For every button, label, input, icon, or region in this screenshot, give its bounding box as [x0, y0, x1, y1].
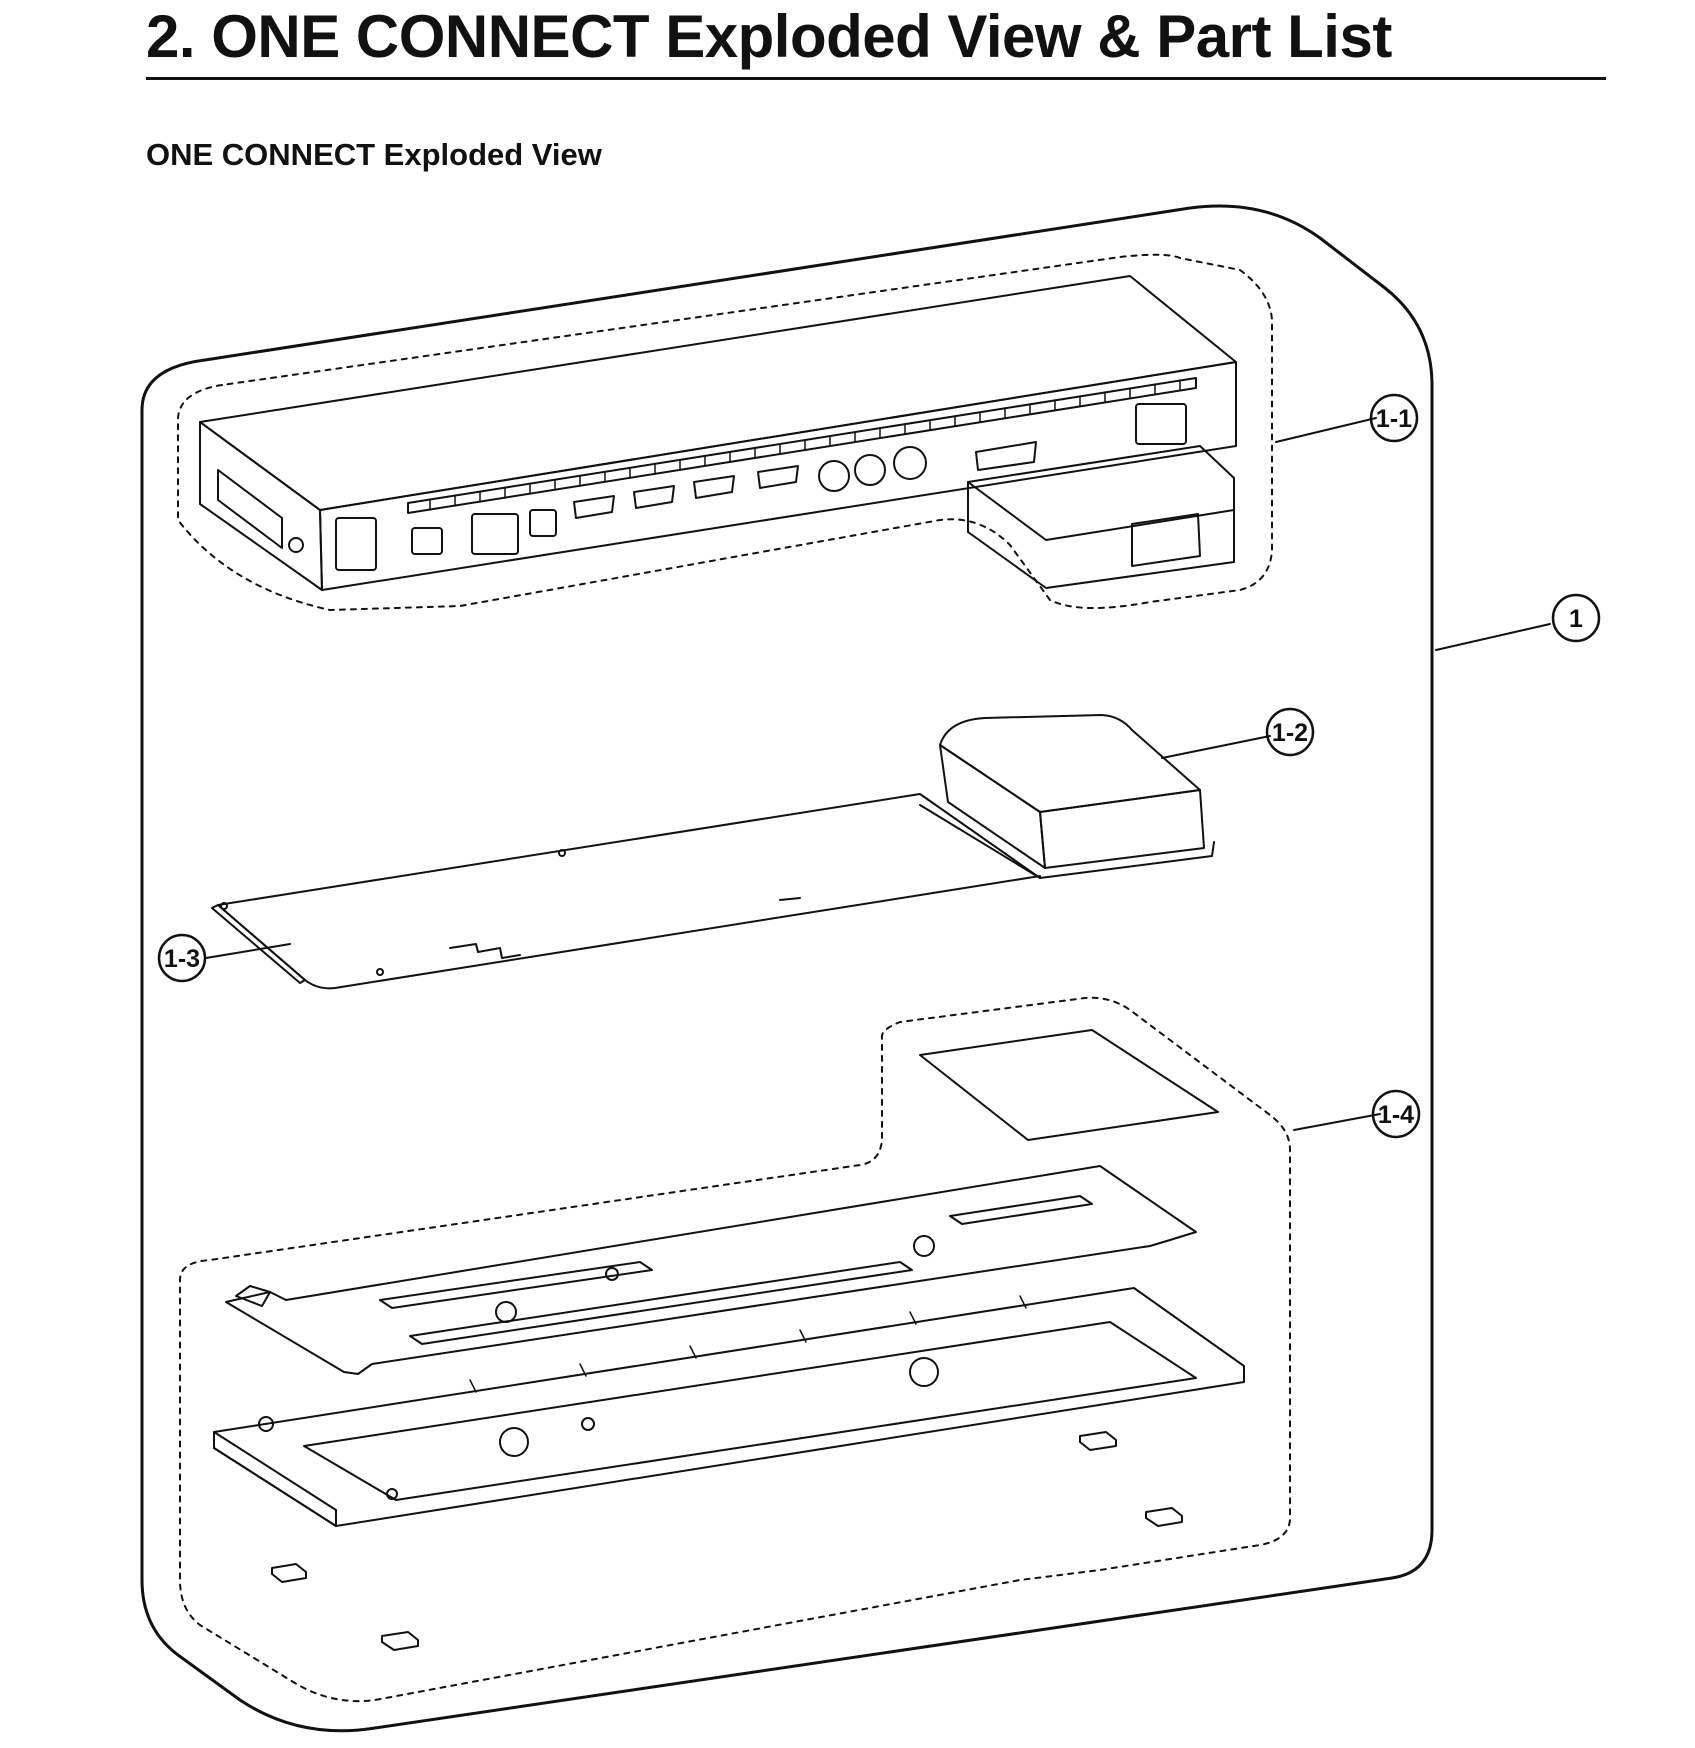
- main-board-hole-3: [558, 849, 566, 857]
- bottom-tray-boss-4: [909, 1357, 939, 1387]
- shield-box-side: [939, 744, 1046, 869]
- inner-plate-outline: [225, 1165, 1197, 1375]
- side-port: [217, 469, 283, 549]
- part-1-1-group-outline: [177, 253, 1273, 611]
- main-board-hole-2: [376, 968, 384, 976]
- front-cover-bracket-edge: [967, 481, 1235, 541]
- bottom-tray-boss-1: [258, 1416, 274, 1432]
- port-round-1: [818, 460, 850, 492]
- bottom-tray-inner: [303, 1321, 1197, 1501]
- bottom-tray-front-edge: [213, 1431, 337, 1527]
- inner-plate-tab-left: [235, 1285, 271, 1307]
- rubber-foot-2: [381, 1631, 419, 1651]
- bottom-tray: [213, 1287, 1245, 1527]
- inner-plate-hole-2: [913, 1235, 935, 1257]
- front-cover: [199, 275, 1237, 591]
- port-round-2: [854, 454, 886, 486]
- callout-1-3: 1-3: [157, 933, 207, 983]
- leader-line-1-4: [1293, 1113, 1381, 1131]
- inner-plate-hole-3: [605, 1267, 619, 1281]
- shield-box-flange: [919, 804, 1215, 879]
- vent-strip: [407, 377, 1197, 514]
- callout-1-1-label: 1-1: [1376, 405, 1412, 433]
- bottom-tray-boss-2: [581, 1417, 595, 1431]
- front-cover-top-face: [199, 275, 1237, 511]
- rubber-foot-1: [271, 1563, 307, 1583]
- shield-box-top: [939, 714, 1201, 813]
- main-board-hole-1: [220, 902, 228, 910]
- port-round-3: [893, 446, 927, 480]
- inner-plate-hole-1: [495, 1301, 517, 1323]
- callout-1-2: 1-2: [1265, 707, 1315, 757]
- callout-1-4: 1-4: [1371, 1089, 1421, 1139]
- front-cover-front-face: [319, 361, 1237, 591]
- bottom-tray-boss-5: [386, 1488, 398, 1500]
- callout-1-3-label: 1-3: [164, 945, 200, 973]
- front-cover-bracket-notch: [1131, 513, 1201, 567]
- shield-box: [919, 714, 1215, 879]
- callout-1-label: 1: [1569, 605, 1583, 633]
- port-usb-2: [471, 513, 519, 555]
- port-hdmi-1: [573, 495, 615, 519]
- callout-1: 1: [1551, 593, 1601, 643]
- rubber-foot-4: [1145, 1507, 1183, 1527]
- port-hdmi-3: [693, 475, 735, 499]
- inner-plate-slot-1: [379, 1261, 653, 1309]
- bottom-tray-boss-3: [499, 1427, 529, 1457]
- callout-1-2-label: 1-2: [1272, 719, 1308, 747]
- leader-line-1: [1435, 623, 1551, 651]
- inner-plate: [225, 1165, 1197, 1375]
- main-board-outline: [217, 793, 1041, 990]
- bottom-tray-outer: [213, 1287, 1245, 1527]
- front-cover-side-face: [199, 421, 323, 591]
- vent-slots: [429, 379, 1181, 511]
- port-usb-1: [411, 527, 443, 555]
- rubber-foot-3: [1079, 1431, 1117, 1451]
- callout-1-4-label: 1-4: [1378, 1101, 1414, 1129]
- page-title: 2. ONE CONNECT Exploded View & Part List: [146, 3, 1392, 70]
- port-wide: [975, 441, 1037, 471]
- side-jack: [288, 537, 304, 553]
- port-power: [1135, 403, 1187, 445]
- bottom-tray-ribs: [469, 1295, 1027, 1393]
- inner-plate-slot-3: [949, 1195, 1093, 1225]
- callout-1-1: 1-1: [1369, 393, 1419, 443]
- leader-line-1-2: [1161, 735, 1271, 759]
- thermal-pad: [919, 1029, 1219, 1141]
- main-board: [211, 793, 1041, 990]
- port-lan: [335, 517, 377, 571]
- inner-plate-slot-2: [409, 1261, 913, 1345]
- port-hdmi-4: [757, 465, 799, 489]
- port-usb-3: [529, 509, 557, 537]
- main-board-notches: [449, 897, 801, 959]
- shield-box-front: [1039, 789, 1205, 869]
- section-heading: ONE CONNECT Exploded View: [146, 137, 602, 172]
- main-board-edge: [211, 904, 306, 984]
- leader-line-1-3: [205, 943, 291, 959]
- front-cover-bracket: [967, 445, 1235, 589]
- title-rule: [146, 77, 1606, 80]
- assembly-outline: [140, 204, 1434, 1733]
- part-1-4-group-outline: [179, 996, 1291, 1703]
- leader-line-1-1: [1275, 417, 1377, 443]
- port-hdmi-2: [633, 485, 675, 509]
